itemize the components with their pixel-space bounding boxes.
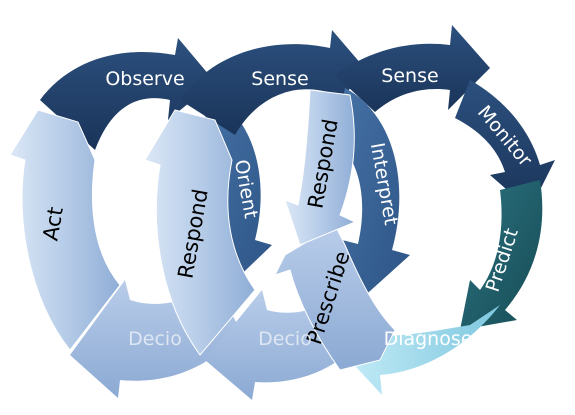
label-sense-two: Sense (251, 68, 308, 90)
label-sense-three: Sense (381, 65, 438, 87)
label-diagnose: Diagnose (384, 328, 473, 350)
prescribe-arrow (274, 224, 396, 371)
respond-arrow-two (144, 109, 256, 356)
label-decide-one: Decio (128, 328, 182, 350)
label-decide-two: Decio (258, 328, 312, 350)
sense-arrow-two (180, 30, 368, 135)
diagnose-arrow (345, 305, 500, 395)
respond-arrow-three (284, 89, 357, 246)
predict-arrow (460, 180, 543, 330)
monitor-arrow (455, 80, 555, 210)
label-observe: Observe (105, 68, 184, 90)
observe-arrow (40, 38, 215, 150)
label-act: Act (38, 205, 68, 242)
sense-arrow-three (335, 25, 490, 112)
act-arrow (9, 109, 121, 351)
